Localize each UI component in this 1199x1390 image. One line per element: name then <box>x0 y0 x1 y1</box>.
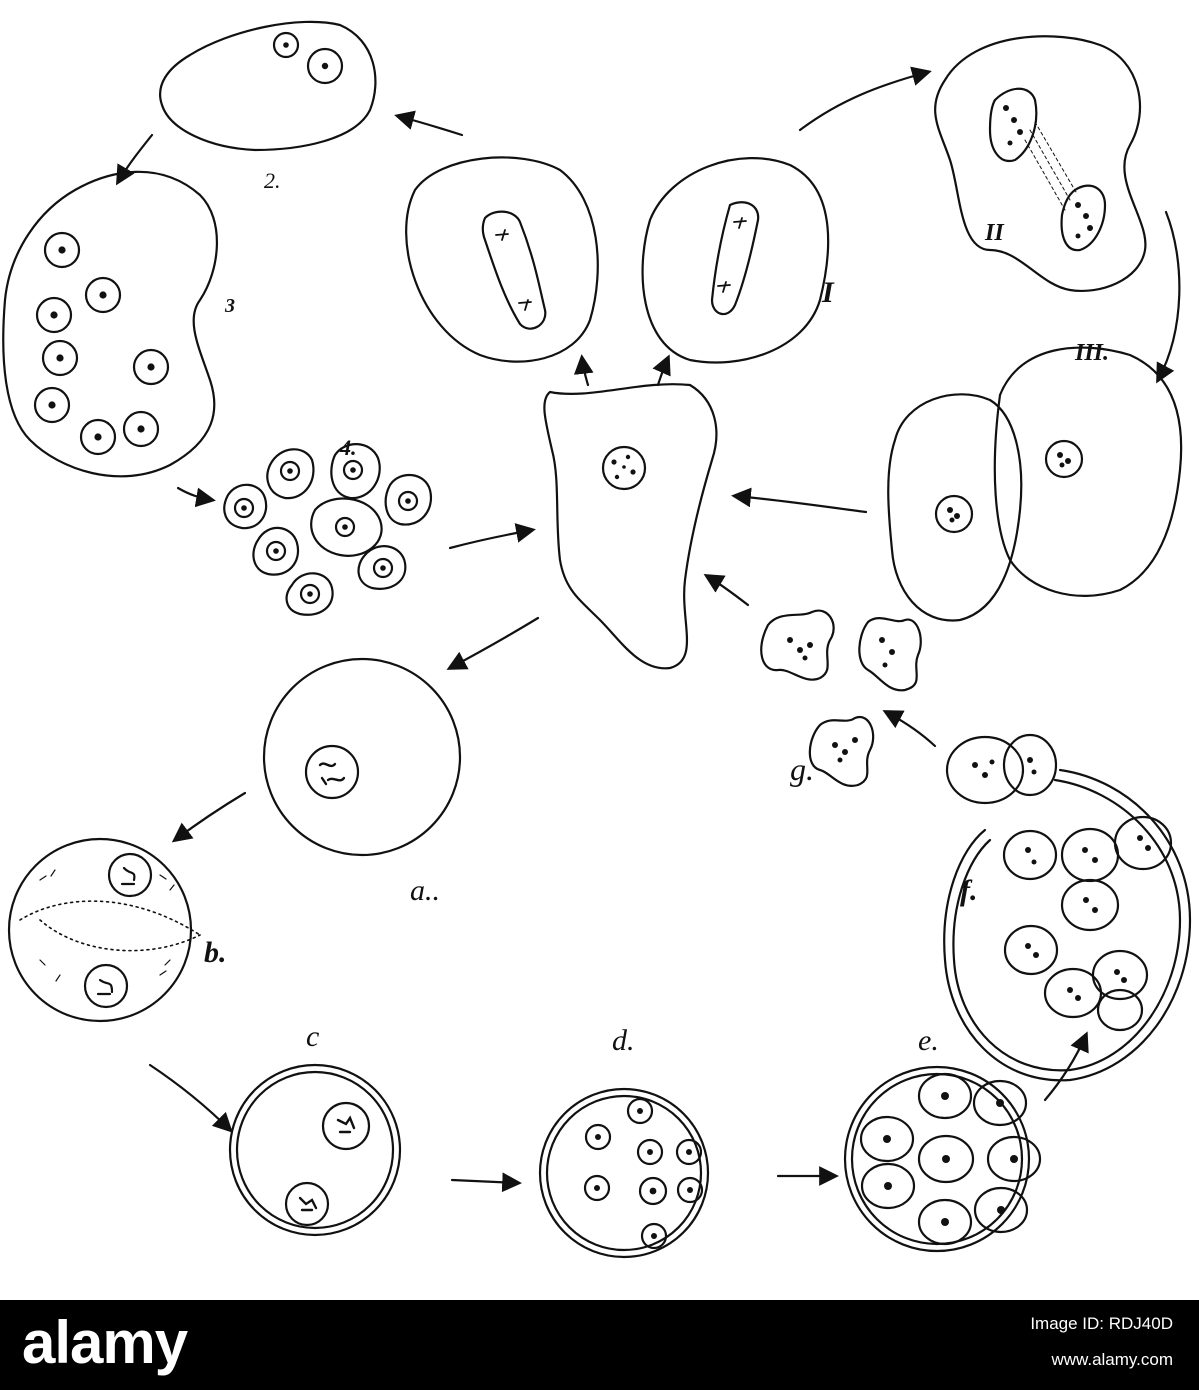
watermark-footer: alamy Image ID: RDJ40D www.alamy.com <box>0 1300 1199 1390</box>
stage-f-cell <box>943 733 1192 1082</box>
stage-ii-cell <box>934 35 1147 292</box>
cycle-arrows <box>115 66 1181 1193</box>
stage-i-cell-right <box>641 157 830 364</box>
label-stage-a: a.. <box>410 874 440 907</box>
label-stage-ii: II <box>984 220 1005 246</box>
label-stage-e: e. <box>918 1024 939 1057</box>
label-stage-iii: III. <box>1074 340 1109 366</box>
label-stage-3: 3 <box>224 295 235 317</box>
stage-3-cell <box>2 170 218 478</box>
stage-b-cell <box>7 837 201 1023</box>
label-stage-g: g. <box>790 751 814 787</box>
stage-2-cell <box>159 20 377 152</box>
label-stage-c: c <box>306 1020 319 1053</box>
stage-iii-cells <box>887 346 1183 622</box>
label-stage-4: 4. <box>339 435 357 460</box>
site-url: www.alamy.com <box>1051 1350 1173 1369</box>
stage-e-cell <box>843 1065 1042 1253</box>
label-stage-d: d. <box>612 1024 635 1057</box>
stage-i-cell-left <box>405 156 599 363</box>
stage-a-cell <box>262 657 462 857</box>
stage-d-cell <box>538 1087 710 1259</box>
diagram-canvas: 2. 3 4. I II III. a.. b. c d. e. f. g. <box>2 20 1192 1259</box>
image-id: Image ID: RDJ40D <box>1030 1314 1173 1333</box>
stage-c-cell <box>228 1063 402 1237</box>
stage-g-cells <box>760 609 922 787</box>
label-stage-f: f. <box>960 874 978 907</box>
label-stage-i: I <box>821 276 835 309</box>
brand-logo: alamy <box>22 1309 188 1376</box>
central-cell <box>543 383 718 670</box>
life-cycle-diagram: 2. 3 4. I II III. a.. b. c d. e. f. g. <box>2 20 1192 1259</box>
label-stage-2: 2. <box>264 168 281 193</box>
stage-4-cells <box>223 443 433 616</box>
label-stage-b: b. <box>204 936 227 969</box>
